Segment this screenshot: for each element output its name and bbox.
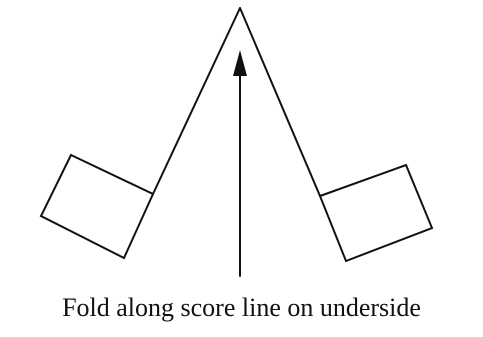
fold-arrow-head — [233, 50, 247, 76]
left-flap — [39, 153, 155, 260]
fold-caption: Fold along score line on underside — [62, 293, 421, 322]
right-flap — [318, 163, 434, 263]
right-fold-arm — [239, 7, 321, 197]
left-fold-arm — [152, 7, 241, 195]
